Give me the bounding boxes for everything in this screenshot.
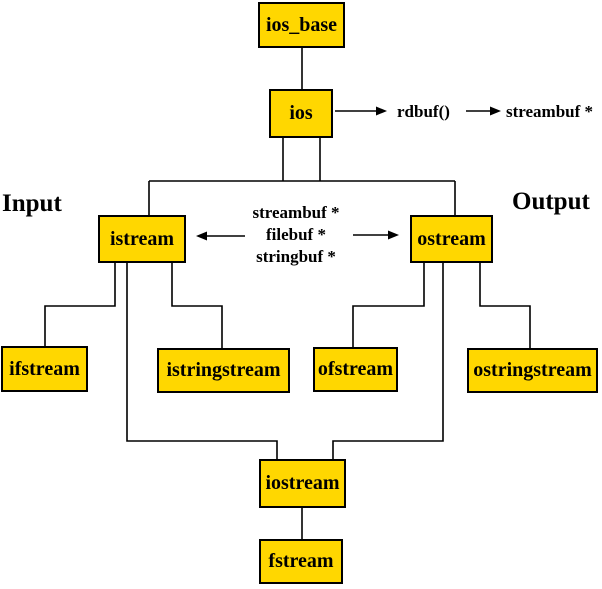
node-ofstream-label: ofstream [317, 358, 394, 380]
connector-istream-istringstream [171, 263, 223, 348]
node-iostream-label: iostream [265, 472, 340, 494]
node-ostringstream: ostringstream [467, 348, 598, 393]
buffer-type-stringbuf: stringbuf * [256, 247, 336, 266]
connector-ostream-ostringstream [479, 263, 531, 348]
node-ios: ios [269, 89, 333, 138]
node-iostream: iostream [259, 459, 346, 508]
node-ios_base-label: ios_base [265, 13, 338, 36]
arrow-buffers-istream-head [196, 231, 207, 241]
arrow-rdbuf-streambuf-head [490, 106, 501, 116]
node-istringstream-label: istringstream [166, 359, 281, 381]
node-fstream-label: fstream [268, 550, 334, 572]
buffer-type-filebuf: filebuf * [266, 225, 326, 244]
node-ofstream: ofstream [313, 347, 398, 392]
node-ostream-label: ostream [417, 227, 486, 250]
node-ifstream-label: ifstream [9, 357, 80, 380]
rdbuf-returns-label: streambuf * [506, 102, 594, 121]
rdbuf-call-label: rdbuf() [397, 102, 450, 121]
connector-ostream-iostream [332, 263, 444, 459]
node-istream-label: istream [109, 227, 175, 250]
connector-istream-iostream [126, 263, 278, 459]
connector-istream-ifstream [44, 263, 116, 346]
connector-ostream-ofstream [352, 263, 425, 347]
node-ifstream: ifstream [1, 346, 88, 392]
buffer-type-streambuf: streambuf * [252, 203, 340, 222]
node-fstream: fstream [259, 539, 343, 584]
node-istringstream: istringstream [157, 348, 290, 393]
output-section-label: Output [512, 188, 590, 215]
input-section-label: Input [2, 190, 62, 217]
node-ostringstream-label: ostringstream [473, 359, 592, 381]
arrow-ios-rdbuf-head [376, 106, 387, 116]
node-istream: istream [98, 215, 186, 263]
node-ostream: ostream [410, 215, 493, 263]
buffer-types-list: streambuf * filebuf * stringbuf * [245, 202, 347, 268]
arrow-buffers-ostream-head [388, 230, 399, 240]
node-ios-label: ios [289, 102, 313, 124]
node-ios_base: ios_base [258, 2, 345, 48]
